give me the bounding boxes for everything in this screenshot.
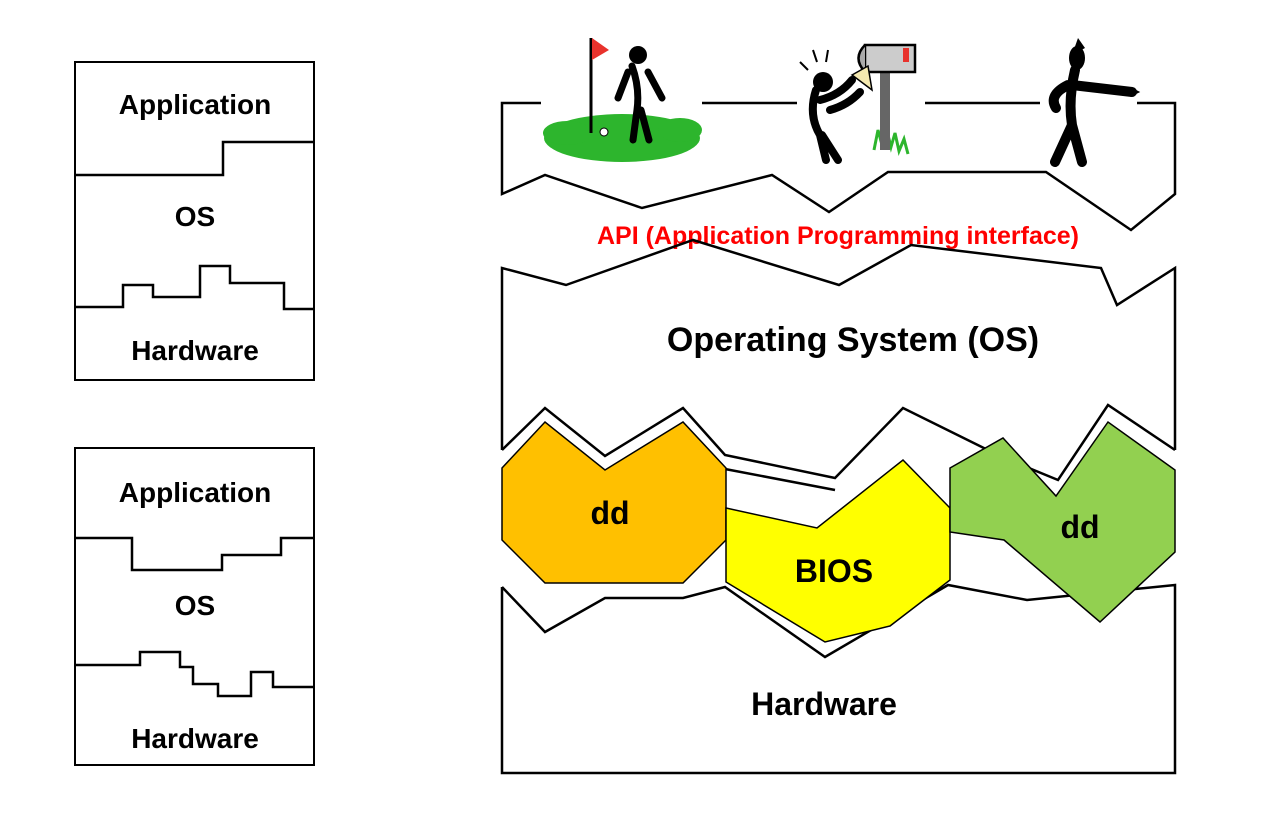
os-layer-top-outline xyxy=(500,238,1177,450)
diagram-2-os-label: OS xyxy=(175,590,215,621)
device-driver-left-label: dd xyxy=(590,495,629,531)
diagram-2-frame xyxy=(74,447,315,766)
hardware-label: Hardware xyxy=(751,686,897,722)
device-driver-right-block xyxy=(949,420,1176,624)
diagram-1-application-label: Application xyxy=(119,89,271,120)
diagram-2-application-label: Application xyxy=(119,477,271,508)
layer-diagram-2: Application OS Hardware xyxy=(74,447,315,766)
api-label: API (Application Programming interface) xyxy=(597,222,1079,250)
diagram-1-os-label: OS xyxy=(175,201,215,232)
bios-block xyxy=(725,458,951,643)
os-label: Operating System (OS) xyxy=(667,321,1039,359)
device-driver-right-label: dd xyxy=(1060,509,1099,545)
os-layer-bottom-outline xyxy=(501,403,1176,482)
diagram-1-os-hw-boundary xyxy=(75,264,314,311)
diagram-1-hardware-label: Hardware xyxy=(131,335,259,366)
application-layer-outline xyxy=(500,101,1177,232)
golfer-icon xyxy=(543,38,702,162)
layer-diagram-1: Application OS Hardware xyxy=(74,61,315,381)
main-diagram: API (Application Programming interface) … xyxy=(500,101,1177,775)
diagram-1-frame xyxy=(74,61,315,381)
diagram-2-os-hw-boundary xyxy=(75,650,314,698)
diagram-2-hardware-label: Hardware xyxy=(131,723,259,754)
flag xyxy=(592,38,609,60)
mailbox-person-icon xyxy=(799,43,917,164)
os-inner-line xyxy=(724,467,836,492)
diagram-1-app-os-boundary xyxy=(75,140,314,177)
diagram-2-app-os-boundary xyxy=(75,536,314,572)
pointing-person-icon xyxy=(1048,38,1141,167)
bios-label: BIOS xyxy=(795,553,873,589)
